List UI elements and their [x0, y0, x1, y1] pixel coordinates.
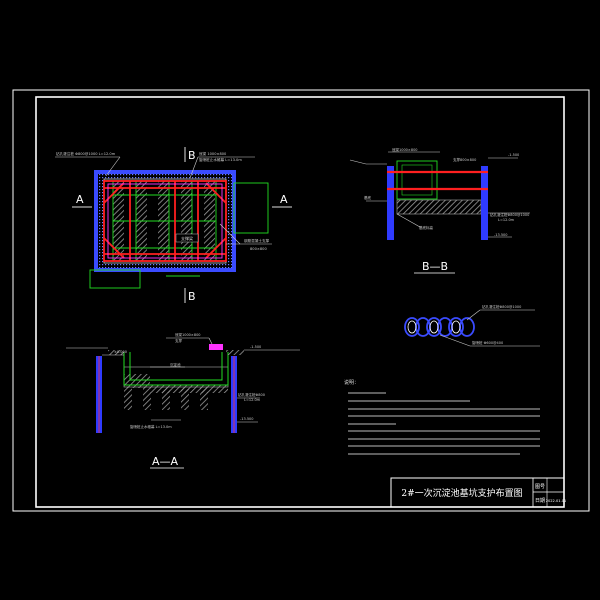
pile-detail: 钻孔灌注桩Φ800@1000 旋喷桩 Φ600@400 [404, 304, 540, 347]
svg-text:旋喷桩止水帷幕 L=13.0m: 旋喷桩止水帷幕 L=13.0m [130, 424, 172, 429]
title-block: 2#一次沉淀池基坑支护布置图 图号 日期 2022.01.01 [390, 477, 567, 508]
plan-view: 支撑梁 A A B B 钻孔灌注桩 Φ800@1000 L=12.0m 冠梁 1… [55, 147, 292, 303]
svg-text:L=12.0m: L=12.0m [498, 218, 515, 222]
section-bb: 冠梁1000×800 支撑800×800 -1.500 钻孔灌注桩Φ800@10… [349, 147, 530, 274]
svg-text:800×800: 800×800 [250, 247, 267, 251]
notes-heading: 说明： [344, 379, 359, 386]
svg-text:支撑800×800: 支撑800×800 [453, 157, 476, 162]
section-mark-b-top: B [188, 149, 196, 162]
svg-text:钻孔灌注桩Φ800@1000: 钻孔灌注桩Φ800@1000 [482, 304, 521, 309]
svg-text:钻孔灌注桩 Φ800@1000 L=12.0m: 钻孔灌注桩 Φ800@1000 L=12.0m [56, 151, 116, 156]
svg-text:-1.500: -1.500 [508, 153, 519, 157]
svg-text:支撑梁: 支撑梁 [181, 235, 193, 241]
section-bb-caption: B—B [422, 260, 448, 273]
svg-text:冠梁1000×800: 冠梁1000×800 [392, 147, 418, 152]
drawing-no-label: 图号 [535, 484, 545, 490]
svg-text:基底标高: 基底标高 [419, 225, 433, 230]
bb-left-pile [387, 166, 394, 240]
svg-text:冠梁1000×800: 冠梁1000×800 [175, 332, 201, 337]
svg-text:支撑: 支撑 [175, 338, 182, 343]
svg-text:旋喷桩止水帷幕 L=13.0m: 旋喷桩止水帷幕 L=13.0m [199, 157, 242, 162]
svg-text:钻孔灌注桩Φ800: 钻孔灌注桩Φ800 [238, 392, 265, 397]
drawing-title: 2#一次沉淀池基坑支护布置图 [401, 487, 522, 499]
section-mark-a-right: A [280, 193, 288, 206]
section-aa-caption: A—A [152, 455, 179, 468]
inner-frame [35, 96, 565, 508]
section-mark-a-left: A [76, 193, 84, 206]
bb-right-pile [481, 166, 488, 240]
svg-text:-13.500: -13.500 [240, 417, 254, 421]
svg-text:旋喷桩 Φ600@400: 旋喷桩 Φ600@400 [472, 340, 503, 345]
svg-text:钢筋混凝土支撑: 钢筋混凝土支撑 [244, 238, 270, 243]
svg-text:基底: 基底 [364, 195, 372, 200]
section-mark-b-bottom: B [188, 290, 196, 303]
svg-text:-13.500: -13.500 [494, 233, 508, 237]
date-value: 2022.01.01 [546, 499, 567, 503]
svg-text:沉淀池: 沉淀池 [170, 362, 181, 367]
outer-frame [12, 89, 590, 512]
svg-text:±0.000: ±0.000 [114, 350, 127, 354]
svg-text:-1.500: -1.500 [250, 345, 261, 349]
svg-text:冠梁 1000×800: 冠梁 1000×800 [199, 151, 227, 156]
section-aa: 冠梁1000×800 支撑 沉淀池 ±0.000 -1.500 钻孔灌注桩Φ80… [66, 332, 300, 469]
svg-text:L=12.0m: L=12.0m [244, 398, 261, 402]
date-label: 日期 [535, 498, 545, 504]
svg-text:钻孔灌注桩Φ800@1000: 钻孔灌注桩Φ800@1000 [490, 212, 529, 217]
notes: 说明： [344, 379, 540, 455]
